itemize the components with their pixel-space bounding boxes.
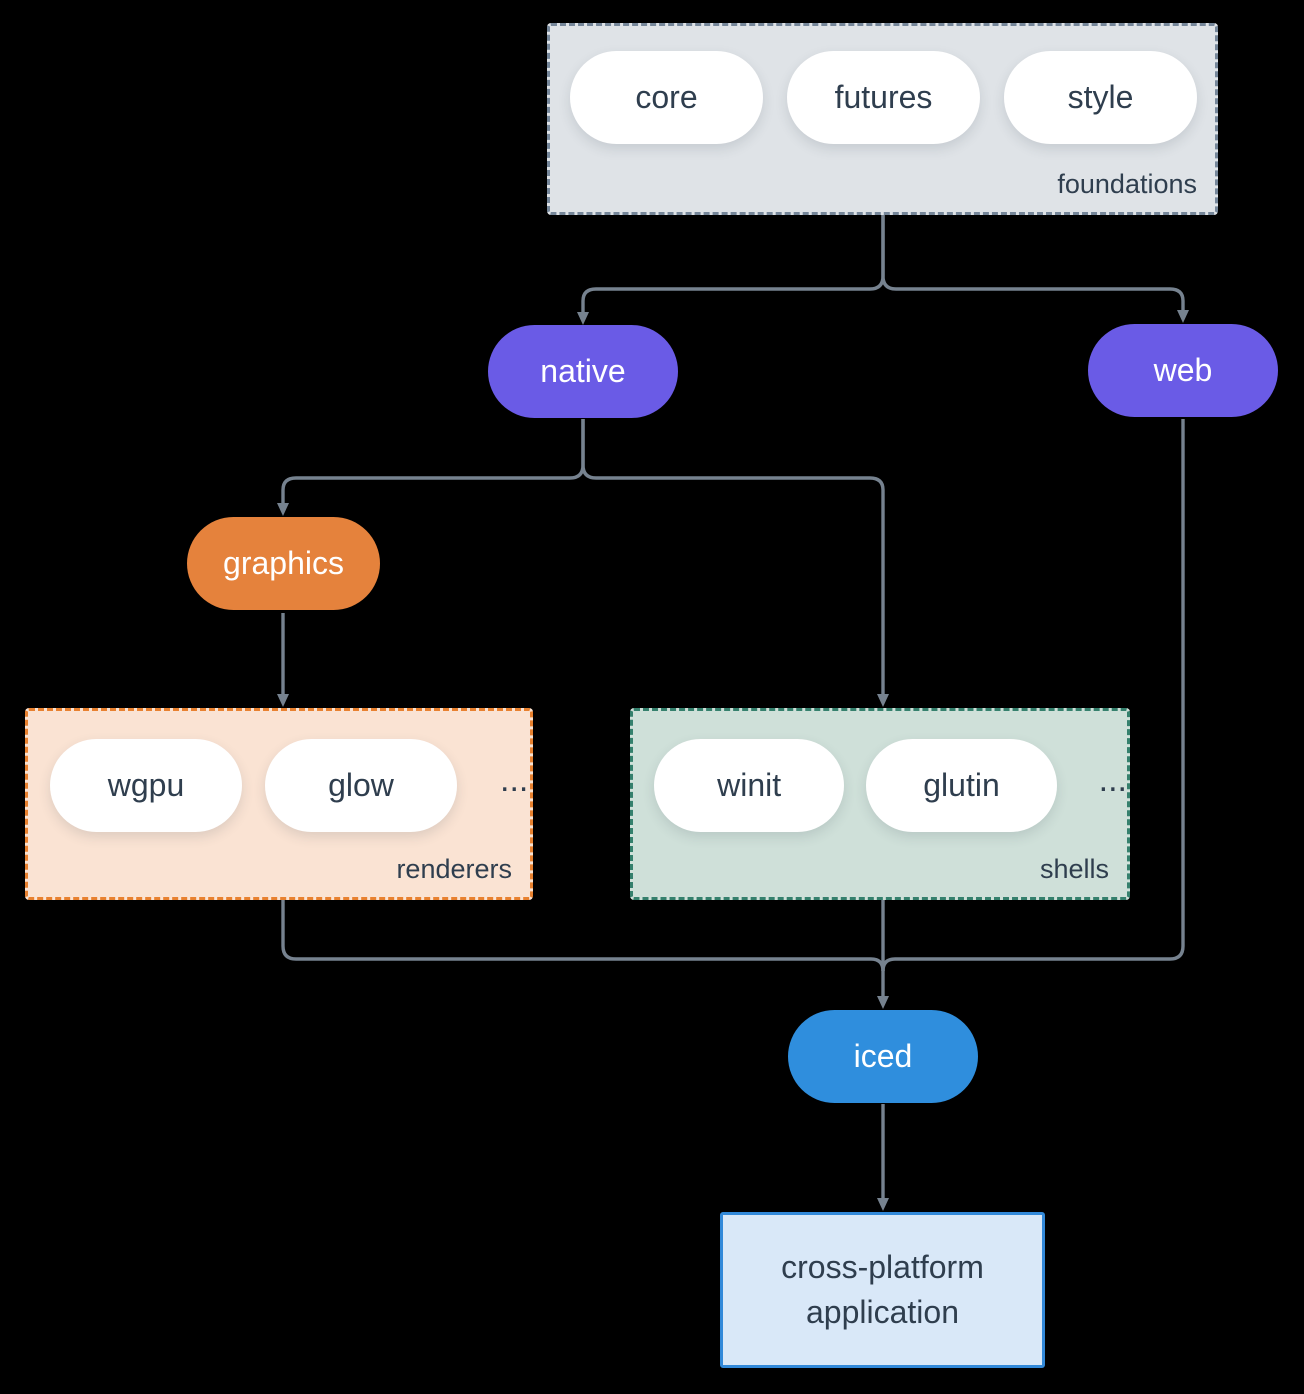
shells-pill-row: winit glutin ... (633, 711, 1127, 832)
edge-native-shells (581, 419, 889, 707)
node-style: style (1004, 51, 1197, 144)
node-native: native (488, 325, 678, 418)
node-winit: winit (654, 739, 845, 832)
shells-group-label: shells (1039, 854, 1109, 884)
node-graphics: graphics (187, 517, 380, 610)
edge-native-graphics (277, 419, 585, 516)
application-label-line2: application (806, 1294, 959, 1330)
foundations-group-box: core futures style foundations (547, 23, 1218, 215)
node-futures: futures (787, 51, 980, 144)
renderers-ellipsis: ... (500, 761, 529, 799)
edge-foundations-native (577, 215, 885, 325)
application-box: cross-platform application (720, 1212, 1045, 1368)
renderers-pill-row: wgpu glow ... (28, 711, 530, 832)
node-glow: glow (265, 739, 457, 832)
node-wgpu: wgpu (50, 739, 242, 832)
shells-group-box: winit glutin ... shells (630, 708, 1130, 900)
foundations-group-label: foundations (1057, 169, 1197, 199)
node-core: core (570, 51, 763, 144)
shells-ellipsis: ... (1098, 761, 1127, 799)
node-iced: iced (788, 1010, 978, 1103)
edge-renderers-merge (281, 899, 885, 972)
renderers-group-label: renderers (396, 854, 512, 884)
renderers-group-box: wgpu glow ... renderers (25, 708, 533, 900)
edge-foundations-web (881, 215, 1189, 323)
application-label-line1: cross-platform (781, 1248, 984, 1285)
node-web: web (1088, 324, 1278, 417)
node-glutin: glutin (866, 739, 1057, 832)
foundations-pill-row: core futures style (550, 26, 1215, 144)
